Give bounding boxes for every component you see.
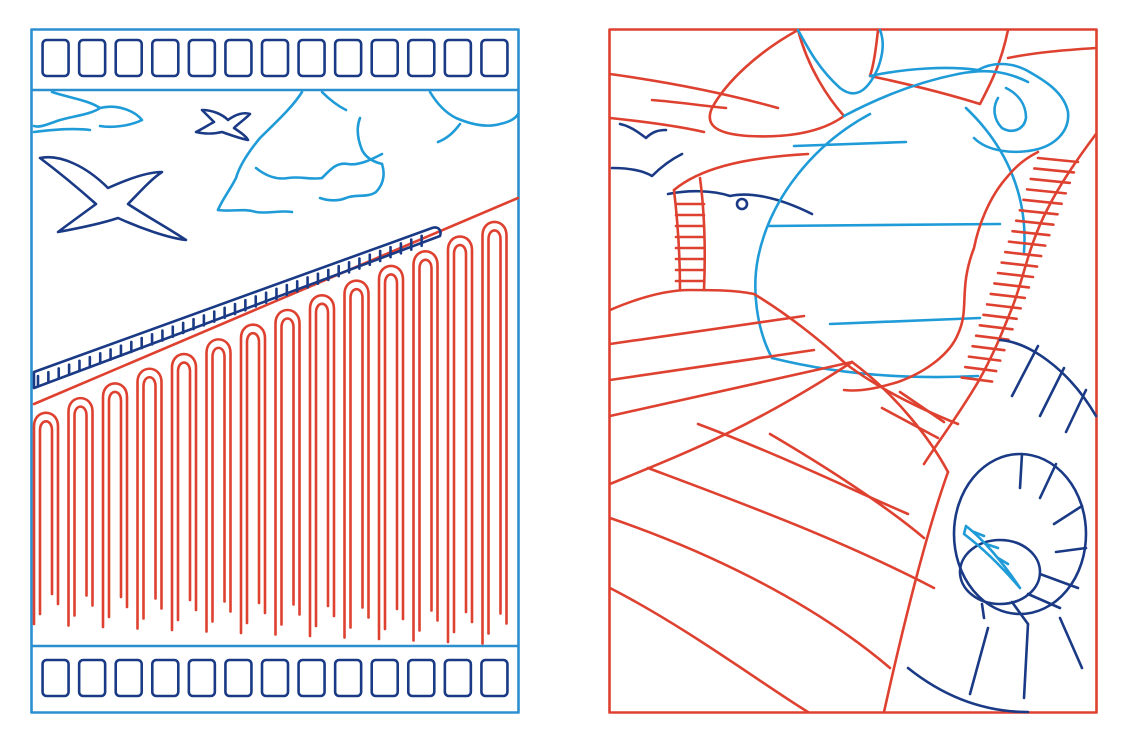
film-perforation: [187, 38, 217, 78]
viaduct-arch-inner: [280, 317, 295, 626]
winding-road: [672, 132, 1098, 466]
film-perforation: [224, 38, 253, 78]
film-perforation: [333, 38, 363, 78]
train-body: [32, 226, 442, 390]
small-bird: [194, 108, 252, 142]
film-perforation: [41, 658, 70, 698]
road-landscape-illustration: [608, 28, 1098, 714]
viaduct-arch-inner: [176, 361, 192, 622]
film-perforation: [114, 658, 144, 698]
film-perforation: [187, 658, 217, 698]
left-illustration-panel: [30, 28, 520, 714]
road-hatch-line: [1033, 167, 1076, 174]
film-perforations-bottom: [41, 658, 509, 698]
bird-eye: [735, 197, 749, 211]
film-perforation: [297, 38, 326, 78]
lower-fields: [608, 288, 960, 714]
viaduct-arch: [343, 279, 370, 639]
film-perforation: [333, 658, 363, 698]
film-perforation: [406, 658, 436, 698]
viaduct-arch: [205, 338, 232, 633]
viaduct-arch-inner: [314, 302, 330, 628]
road-hatch-line: [1011, 229, 1051, 237]
road-hatch-line: [1036, 156, 1080, 164]
viaduct-arch: [32, 411, 60, 626]
viaduct-arch-inner: [107, 390, 123, 619]
film-perforation: [370, 38, 400, 78]
viaduct-arch: [170, 352, 198, 632]
road-hatch-line: [1014, 219, 1055, 227]
top-terraces: [608, 28, 1098, 138]
film-frame-border: [30, 28, 520, 714]
road-hatch-line: [1029, 177, 1072, 185]
viaduct-arch-inner: [349, 287, 364, 629]
film-perforation: [77, 38, 107, 78]
viaduct-arch-inner: [245, 331, 261, 625]
road-hatch-line: [1003, 250, 1043, 258]
viaduct-arch-inner: [142, 375, 157, 620]
viaduct-arch-inner: [38, 420, 54, 616]
film-perforation: [370, 658, 400, 698]
viaduct-arch: [412, 249, 439, 642]
film-perforation: [41, 38, 70, 78]
viaduct-arch-inner: [211, 346, 226, 623]
film-perforation: [297, 658, 326, 698]
viaduct-arch-inner: [452, 243, 468, 634]
viaduct-arch: [101, 382, 129, 629]
road-hatch-line: [963, 365, 998, 373]
road-hatch-line: [967, 355, 1002, 362]
viaduct-arch: [274, 308, 301, 636]
road-hatch-line: [971, 344, 1006, 352]
viaduct-arch: [446, 235, 474, 644]
film-perforation: [260, 38, 290, 78]
film-perforation: [77, 658, 107, 698]
right-illustration-panel: [608, 28, 1098, 714]
road-hatch-line: [1000, 261, 1039, 268]
film-perforation: [443, 658, 473, 698]
road-hatch-line: [1018, 208, 1059, 216]
road-hatch-line: [985, 303, 1023, 310]
viaduct-arch-inner: [487, 229, 502, 635]
film-perforation: [114, 38, 144, 78]
landscape-frame-border: [608, 28, 1098, 714]
film-perforation: [260, 658, 290, 698]
train: [32, 226, 442, 390]
navy-tunnel: [906, 338, 1098, 714]
road-hatch-line: [1022, 198, 1063, 206]
viaduct-arch: [136, 367, 163, 630]
viaduct-arch: [481, 220, 508, 645]
viaduct-arch: [67, 396, 94, 627]
road-hatch-line: [982, 313, 1018, 321]
road-hatch-line: [1007, 240, 1047, 247]
film-perforation: [480, 658, 509, 698]
film-perforation: [406, 38, 436, 78]
viaduct-deck-line: [32, 196, 520, 406]
viaduct-arch: [377, 264, 405, 641]
viaduct-arch: [239, 323, 267, 635]
viaduct-arch-inner: [73, 405, 88, 617]
film-perforations-top: [41, 38, 509, 78]
viaduct-arches: [32, 220, 508, 645]
film-perforation: [443, 38, 473, 78]
film-perforation: [150, 38, 180, 78]
road-hatch-line: [993, 282, 1031, 289]
film-perforation: [480, 38, 509, 78]
large-bird: [38, 155, 188, 242]
road-hatch-line: [978, 323, 1014, 331]
tunnel-blue-accent: [962, 524, 1022, 590]
road-hatch-line: [996, 271, 1035, 279]
road-hatch-line: [1025, 188, 1068, 195]
road-hatch-line: [989, 292, 1027, 300]
film-perforation: [150, 658, 180, 698]
viaduct-arch-inner: [418, 258, 433, 632]
road-hatch-line: [960, 376, 994, 383]
top-ribbon-road: [796, 28, 1070, 154]
viaduct-arch-inner: [383, 273, 399, 631]
birds-group: [610, 122, 814, 216]
film-perforation: [224, 658, 253, 698]
viaduct-arch: [308, 294, 336, 638]
clouds: [32, 90, 520, 214]
viaduct-illustration: [30, 28, 520, 714]
